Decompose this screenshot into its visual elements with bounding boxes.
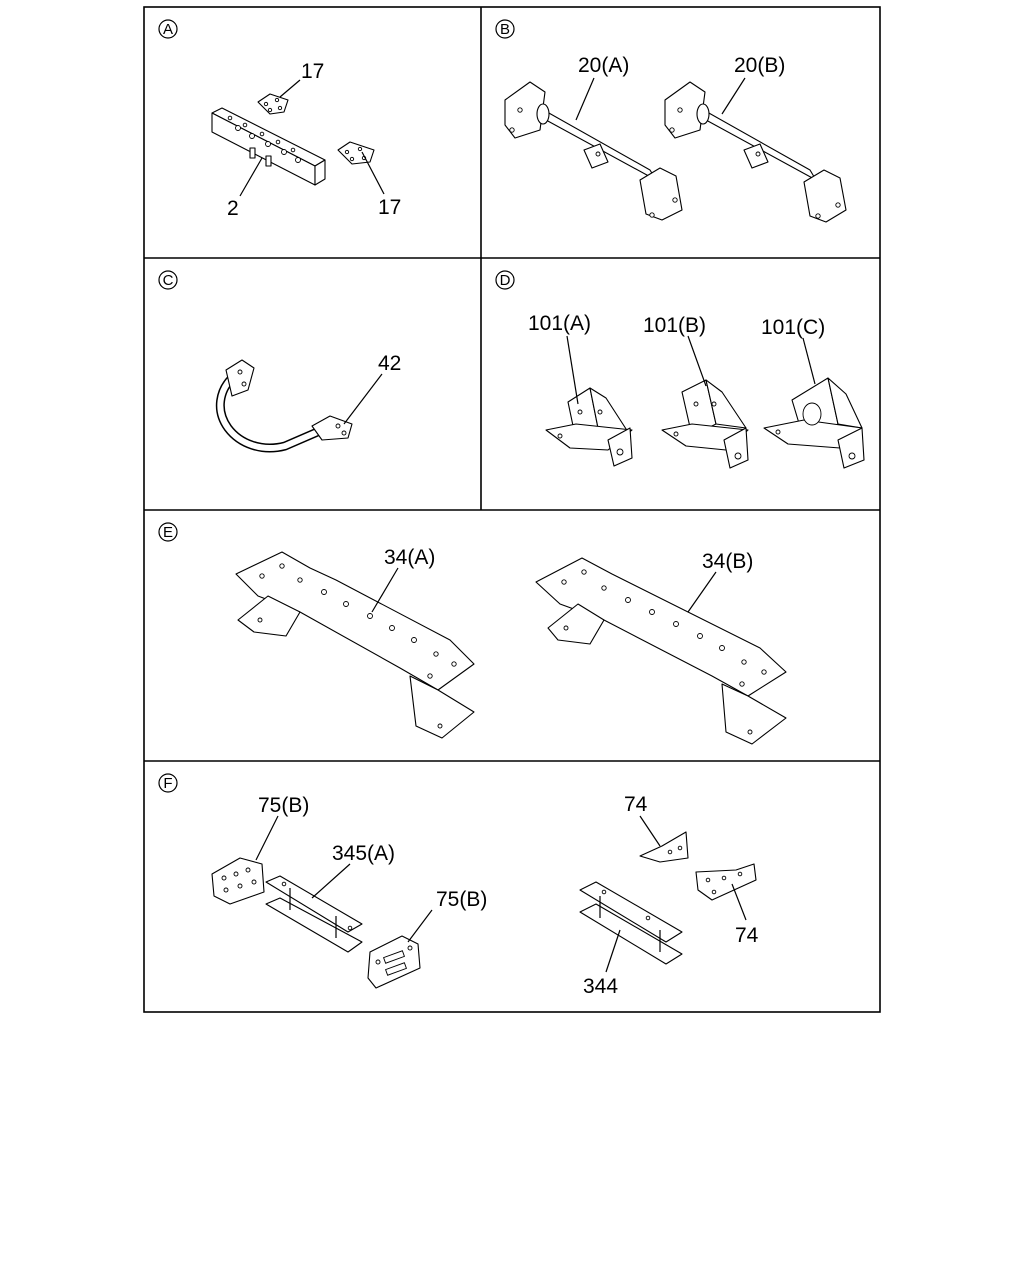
panel-d: D 101(A) 101(B) [495,270,865,469]
svg-text:C: C [163,272,174,289]
callout-344: 344 [583,975,618,998]
part-bracket-74-top[interactable] [639,831,689,863]
part-crossmember-34b[interactable] [535,557,787,745]
panel-f: F [158,773,759,998]
callout-101c: 101(C) [761,316,825,339]
callout-17-right: 17 [378,196,401,219]
part-crossmember-2[interactable] [211,107,326,186]
part-crossmember-344[interactable] [579,881,683,965]
callout-2: 2 [227,197,239,220]
panel-b-marker: B [495,19,515,39]
part-bracket-101a[interactable] [545,387,633,467]
part-crossmember-20b[interactable] [664,81,847,223]
panel-e: E 34(A) 34(B) [158,522,787,745]
part-crossmember-34a[interactable] [235,551,475,739]
panel-a-marker: A [158,19,178,39]
callout-17-top: 17 [301,60,324,83]
part-bar-42[interactable] [215,359,353,453]
callout-20b: 20(B) [734,54,785,77]
part-plate-17-top[interactable] [257,93,289,115]
panel-f-marker: F [158,773,178,793]
svg-text:A: A [163,21,173,38]
diagram-grid [143,6,881,1013]
callout-101a: 101(A) [528,312,591,335]
part-crossmember-20a[interactable] [504,81,683,221]
part-bracket-101b[interactable] [661,379,749,469]
part-member-345a[interactable] [265,875,363,953]
callout-75b-left: 75(B) [258,794,309,817]
panel-b: B 20(A) 20(B) [495,19,847,223]
callout-74-right: 74 [735,924,759,947]
part-bracket-101c[interactable] [763,377,865,469]
callout-101b: 101(B) [643,314,706,337]
svg-text:E: E [163,524,173,541]
callout-42: 42 [378,352,401,375]
part-bracket-74-right[interactable] [695,863,757,901]
svg-text:F: F [163,775,172,792]
panel-e-marker: E [158,522,178,542]
part-plate-17-right[interactable] [337,141,375,165]
part-bracket-75b-left[interactable] [211,857,265,905]
callout-34a: 34(A) [384,546,435,569]
svg-text:D: D [500,272,511,289]
callout-74-top: 74 [624,793,648,816]
callout-345a: 345(A) [332,842,395,865]
part-bracket-75b-right[interactable] [367,935,421,989]
panel-c: C 42 [158,270,401,453]
panel-a: A 17 17 2 [158,19,401,220]
svg-text:B: B [500,21,510,38]
panel-d-marker: D [495,270,515,290]
callout-20a: 20(A) [578,54,629,77]
callout-34b: 34(B) [702,550,753,573]
callout-75b-right: 75(B) [436,888,487,911]
panel-c-marker: C [158,270,178,290]
